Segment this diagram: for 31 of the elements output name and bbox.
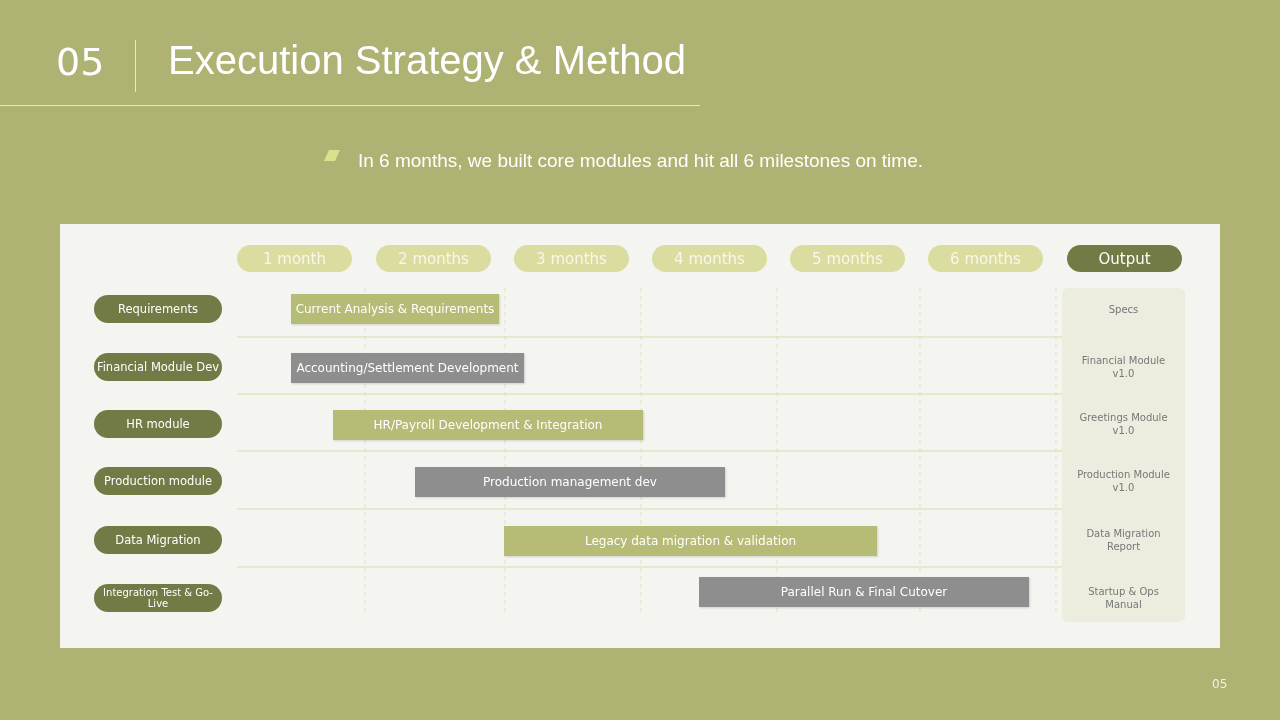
month-header-pill: 5 months <box>790 245 905 272</box>
gantt-bar: Parallel Run & Final Cutover <box>699 577 1029 607</box>
task-label-pill: HR module <box>94 410 222 438</box>
subtitle-text: In 6 months, we built core modules and hit all 6 milestones on time. <box>358 150 923 172</box>
node-text: Specs <box>1108 302 1139 316</box>
task-label-pill: Requirements <box>94 295 222 323</box>
output-column <box>1062 288 1185 622</box>
task-label-pill: Production module <box>94 467 222 495</box>
node-text: Greetings Module v1.0 <box>1078 411 1169 437</box>
task-label-pill: Integration Test & Go-Live <box>94 584 222 612</box>
task-label-pill: Financial Module Dev <box>94 353 222 381</box>
section-number: 05 <box>56 40 105 84</box>
month-header-pill: 6 months <box>928 245 1043 272</box>
chart-panel <box>60 224 1220 648</box>
gantt-bar: Legacy data migration & validation <box>504 526 877 556</box>
task-label-pill: Data Migration <box>94 526 222 554</box>
node-text: Startup & Ops Manual <box>1087 585 1160 611</box>
node-text: Production Module v1.0 <box>1076 468 1171 494</box>
gantt-bar: Production management dev <box>415 467 725 497</box>
node-text: Data Migration Report <box>1085 527 1162 553</box>
gantt-bar: Accounting/Settlement Development <box>291 353 524 383</box>
page-number: 05 <box>1212 677 1228 691</box>
month-header-pill: 1 month <box>237 245 352 272</box>
slide-title: Execution Strategy & Method <box>168 38 687 83</box>
month-header-pill: 2 months <box>376 245 491 272</box>
gantt-bar: Current Analysis & Requirements <box>291 294 499 324</box>
node-text: Financial Module v1.0 <box>1080 354 1167 380</box>
gantt-bar: HR/Payroll Development & Integration <box>333 410 643 440</box>
output-header-pill: Output <box>1067 245 1182 272</box>
month-header-pill: 4 months <box>652 245 767 272</box>
month-header-pill: 3 months <box>514 245 629 272</box>
